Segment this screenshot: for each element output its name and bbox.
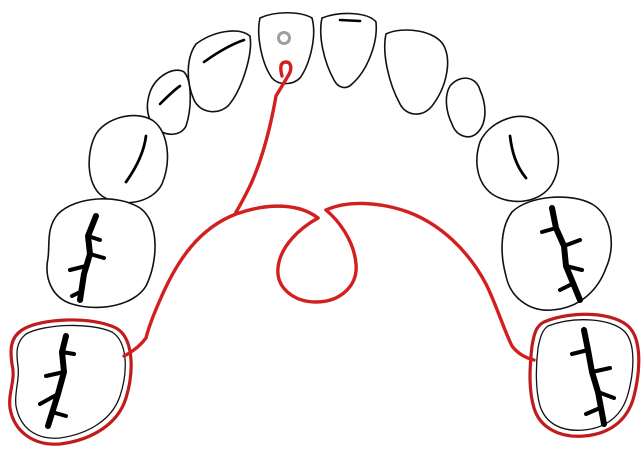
wire-left-span [326, 203, 534, 360]
tooth-right-second-molar-banded [10, 320, 131, 444]
tooth-right-lateral-incisor [188, 31, 250, 112]
tooth-left-first-premolar [477, 116, 559, 201]
tooth-left-second-molar-banded [530, 314, 639, 436]
wire-incisor-hook-arm [236, 62, 291, 212]
tooth-right-first-premolar [89, 116, 167, 203]
tooth-left-central-incisor [321, 13, 377, 87]
wire-omega-loop [278, 210, 356, 302]
tooth-right-first-molar [47, 199, 155, 308]
tooth-left-first-molar [502, 197, 611, 310]
tooth-right-central-incisor [259, 13, 314, 84]
tooth-left-lateral-incisor [385, 30, 448, 114]
tooth-left-canine [446, 78, 485, 137]
